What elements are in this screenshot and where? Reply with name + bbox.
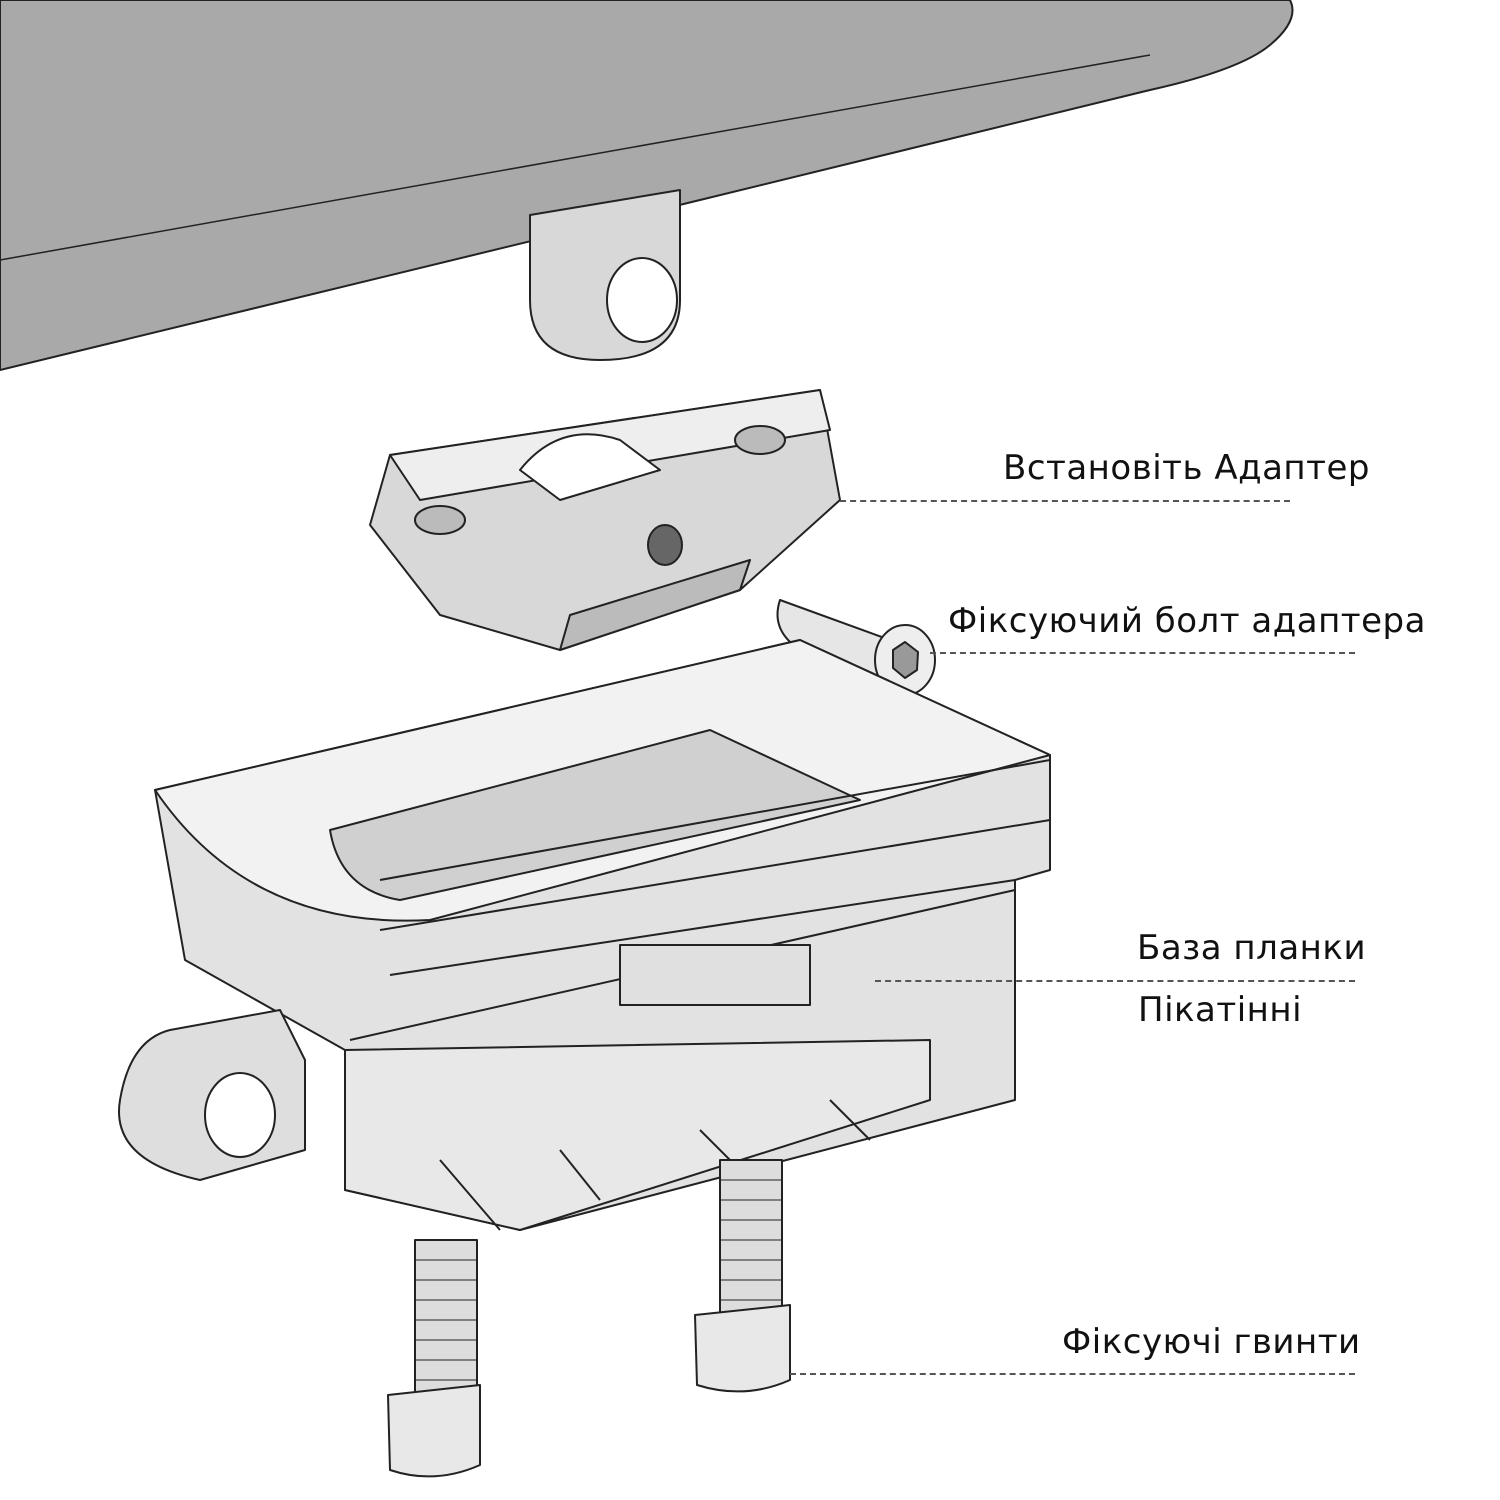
side-sling-stud [118, 1009, 306, 1181]
picatinny-rail-base [154, 639, 1051, 1231]
label-adapter: Встановіть Адаптер [1003, 448, 1370, 488]
label-adapter-bolt: Фіксуючий болт адаптера [948, 601, 1426, 641]
adapter [369, 389, 841, 651]
sling-stud [529, 189, 681, 361]
leader-line-rail-base [875, 980, 1355, 982]
leader-line-adapter [840, 500, 1290, 502]
label-screws: Фіксуючі гвинти [1062, 1322, 1361, 1362]
fixing-screw-right [694, 1159, 791, 1393]
leader-line-adapter-bolt [930, 652, 1355, 654]
label-rail-base: База планки [1137, 928, 1367, 968]
leader-line-screws [790, 1373, 1355, 1375]
fixing-screw-left [387, 1239, 481, 1478]
label-rail-base-line2: Пікатінні [1138, 990, 1303, 1030]
rifle-stock [0, 0, 1294, 371]
